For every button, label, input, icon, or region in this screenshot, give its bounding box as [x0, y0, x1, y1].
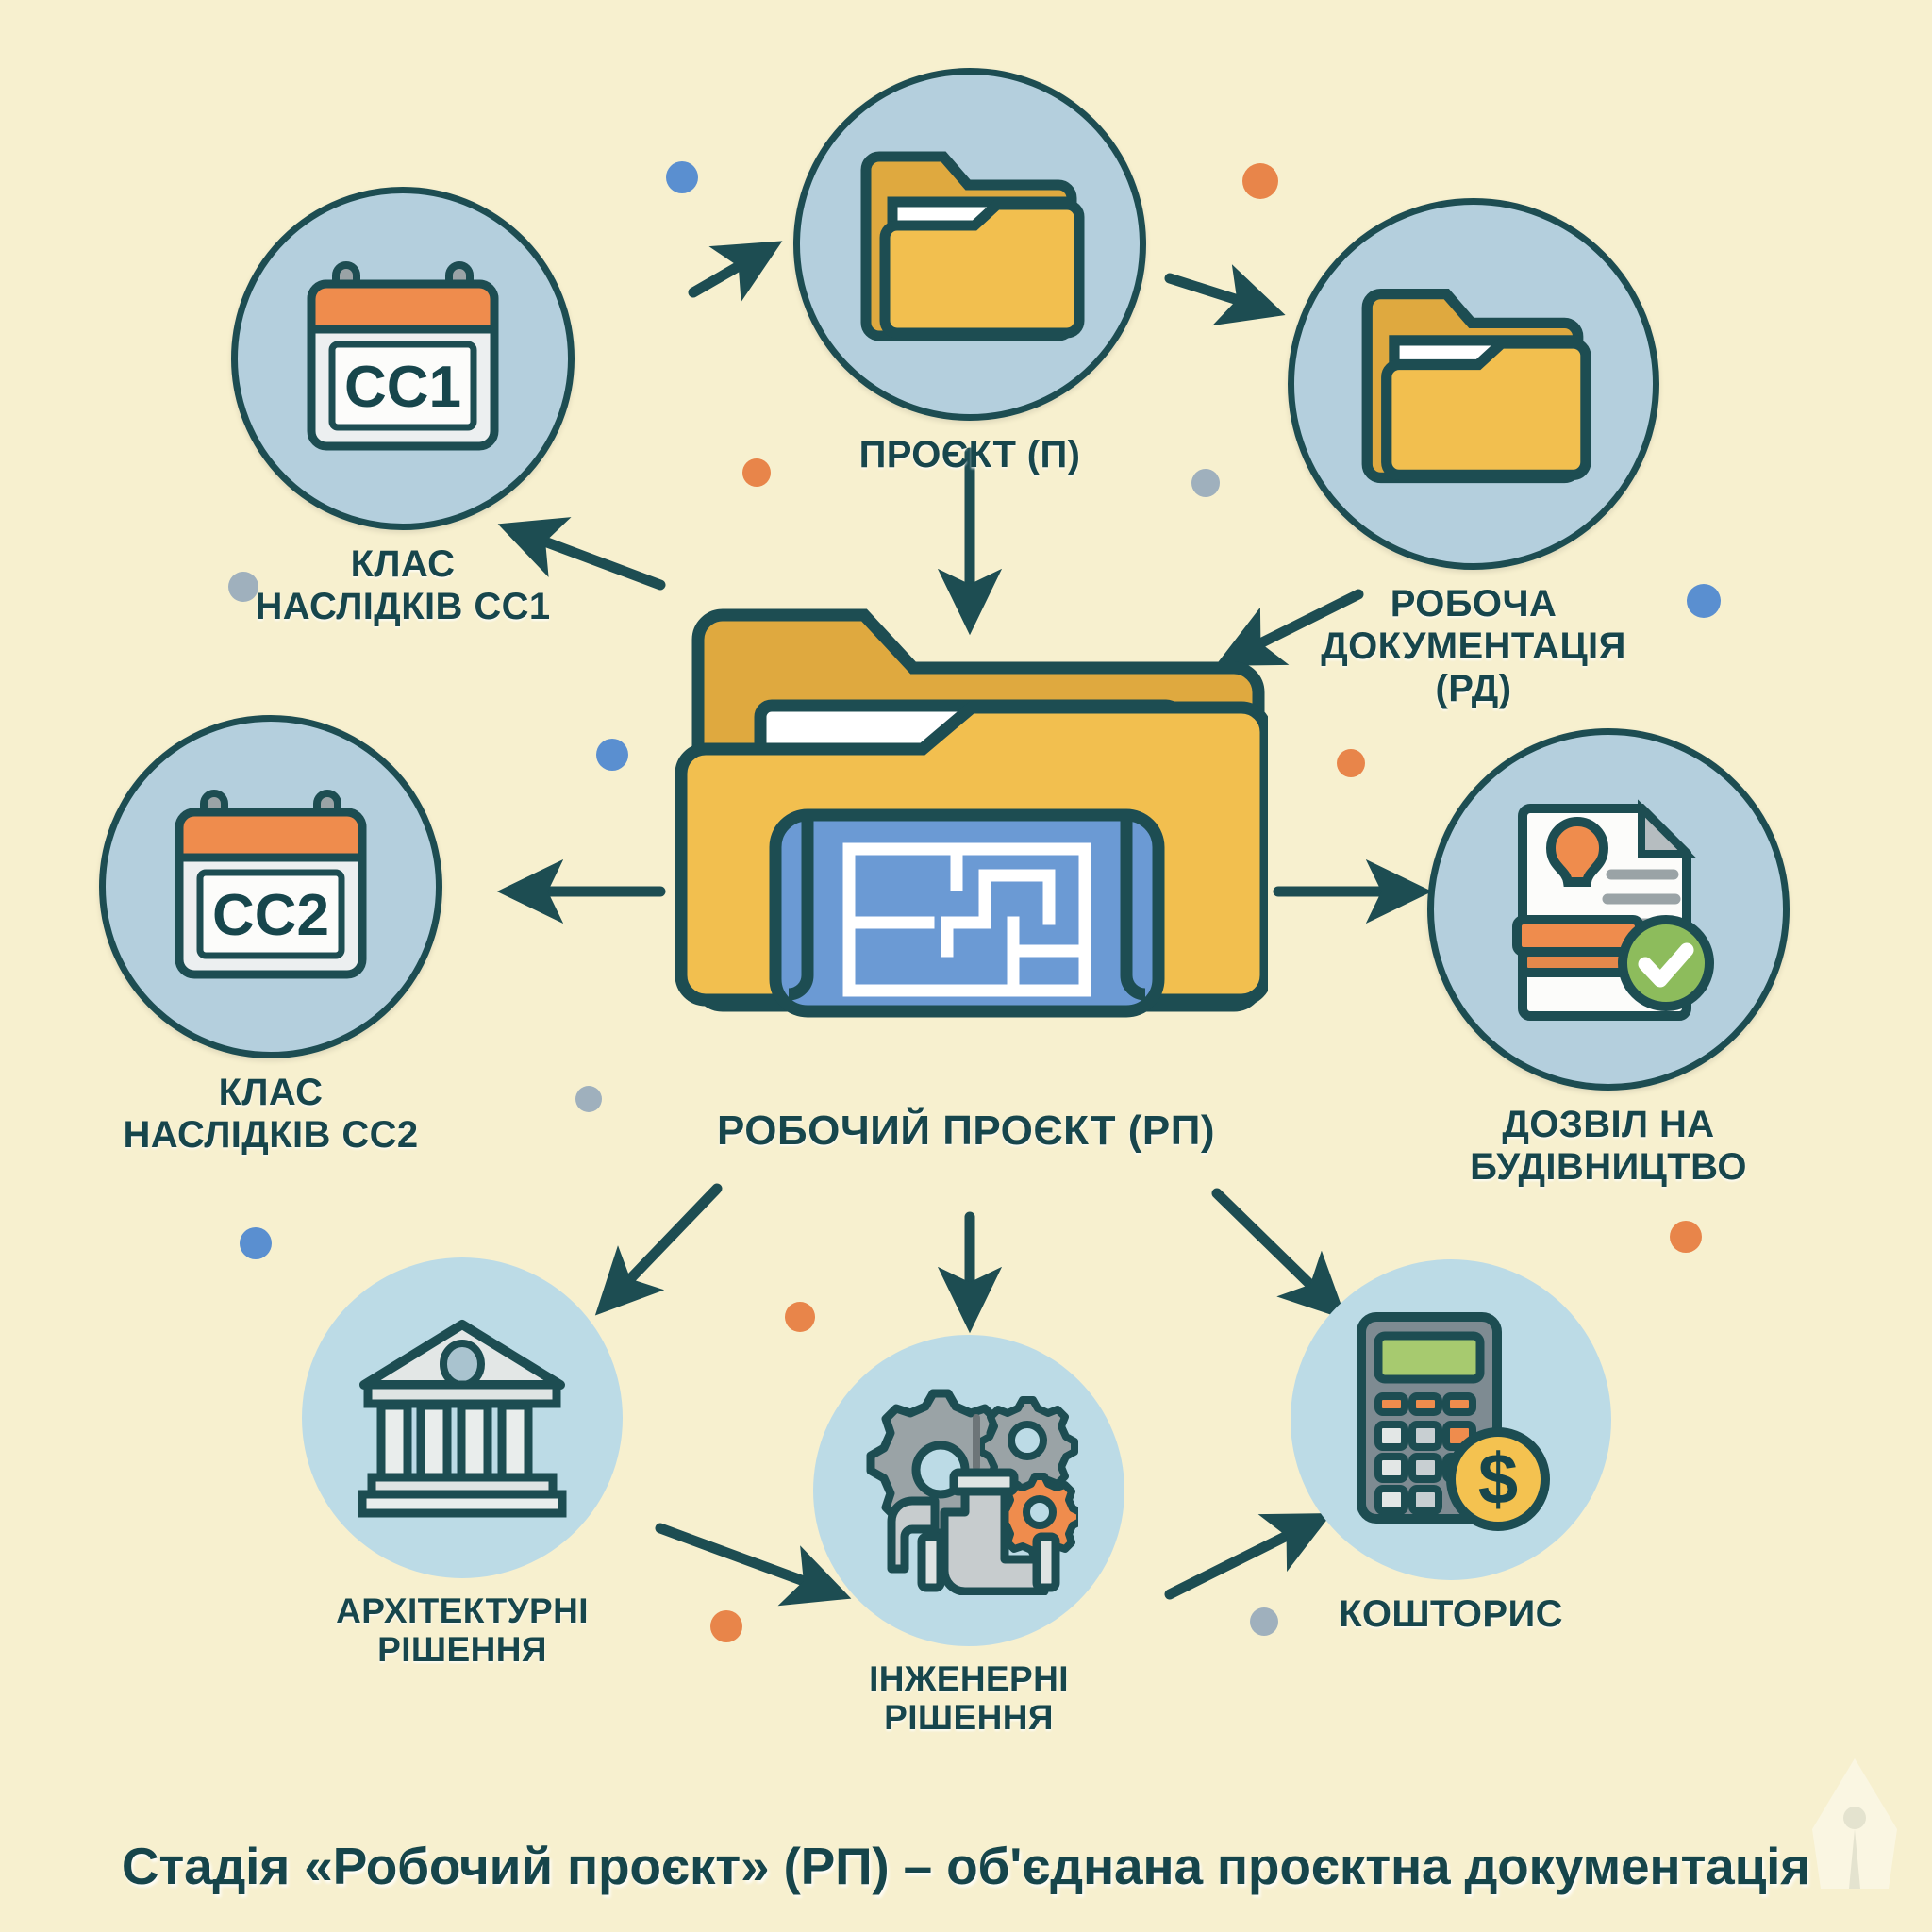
- arrow-center-to-cc1: [497, 517, 666, 591]
- arrow-architecture-to-engineering: [655, 1523, 852, 1607]
- disc-dozvil-na-budivnytstvo: [1427, 728, 1790, 1091]
- decorative-dot: [1250, 1607, 1278, 1636]
- open-folder-icon: [1361, 289, 1591, 484]
- disc-robocha-dokumentatsiia-rd: [1288, 198, 1659, 570]
- disc-klas-naslidkiv-cc1: CC1: [231, 187, 575, 530]
- caption-dozvil-na-budivnytstvo: ДОЗВІЛ НА БУДІВНИЦТВО: [1470, 1104, 1747, 1188]
- calculator-coin-icon: $: [1357, 1312, 1550, 1531]
- arrow-engineering-to-estimate: [1164, 1513, 1332, 1600]
- disc-arkhitekturni-rishennia: [302, 1257, 623, 1578]
- node-robochyi-proekt-rp[interactable]: РОБОЧИЙ ПРОЄКТ (РП): [664, 574, 1268, 1155]
- decorative-dot: [710, 1610, 742, 1642]
- decorative-dot: [1337, 749, 1365, 777]
- calendar-icon: CC1: [307, 260, 499, 450]
- decorative-dot: [575, 1086, 602, 1112]
- node-koshtorys[interactable]: $ КОШТОРИС: [1291, 1259, 1611, 1636]
- arrow-rd-to-center: [1215, 589, 1364, 666]
- classical-building-icon: [358, 1320, 567, 1518]
- arrow-center-to-architecture: [594, 1183, 723, 1316]
- node-klas-naslidkiv-cc2[interactable]: CC2 КЛАС НАСЛІДКІВ СС2: [99, 715, 442, 1157]
- decorative-dot: [240, 1227, 272, 1259]
- arrow-proekt-to-rd: [1164, 264, 1286, 326]
- node-arkhitekturni-rishennia[interactable]: АРХІТЕКТУРНІ РІШЕННЯ: [302, 1257, 623, 1670]
- arrow-cc1-to-proekt: [688, 241, 783, 303]
- decorative-dot: [1687, 584, 1721, 618]
- node-robocha-dokumentatsiia-rd[interactable]: РОБОЧА ДОКУМЕНТАЦІЯ (РД): [1288, 198, 1659, 709]
- disc-koshtorys: $: [1291, 1259, 1611, 1580]
- caption-klas-naslidkiv-cc1: КЛАС НАСЛІДКІВ СС1: [255, 543, 551, 627]
- node-klas-naslidkiv-cc1[interactable]: CC1 КЛАС НАСЛІДКІВ СС1: [231, 187, 575, 628]
- stamp-document-check-icon: [1512, 799, 1714, 1021]
- disc-klas-naslidkiv-cc2: CC2: [99, 715, 442, 1058]
- caption-koshtorys: КОШТОРИС: [1339, 1593, 1563, 1635]
- decorative-dot: [596, 739, 628, 771]
- open-folder-icon: [860, 151, 1085, 341]
- caption-robocha-dokumentatsiia-rd: РОБОЧА ДОКУМЕНТАЦІЯ (РД): [1321, 583, 1626, 709]
- decorative-dot: [785, 1302, 815, 1332]
- decorative-dot: [1191, 469, 1220, 497]
- disc-inzhenerni-rishennia: [813, 1335, 1124, 1646]
- decorative-dot: [1670, 1221, 1702, 1253]
- decorative-dot: [228, 572, 258, 602]
- footer-caption: Стадія «Робочий проєкт» (РП) – об'єднана…: [121, 1837, 1811, 1895]
- caption-klas-naslidkiv-cc2: КЛАС НАСЛІДКІВ СС2: [123, 1072, 419, 1156]
- calendar-badge-cc2: CC2: [212, 883, 329, 948]
- caption-arkhitekturni-rishennia: АРХІТЕКТУРНІ РІШЕННЯ: [336, 1591, 589, 1670]
- decorative-dot: [742, 458, 771, 487]
- node-proekt-p[interactable]: ПРОЄКТ (П): [793, 68, 1146, 476]
- calendar-badge-cc1: CC1: [344, 355, 461, 420]
- folder-blueprint-icon: [675, 608, 1268, 1018]
- node-inzhenerni-rishennia[interactable]: ІНЖЕНЕРНІ РІШЕННЯ: [813, 1335, 1124, 1738]
- dollar-sign-icon: $: [1478, 1440, 1518, 1520]
- decorative-dot: [1242, 163, 1278, 199]
- node-dozvil-na-budivnytstvo[interactable]: ДОЗВІЛ НА БУДІВНИЦТВО: [1427, 728, 1790, 1189]
- caption-proekt-p: ПРОЄКТ (П): [858, 434, 1081, 475]
- decorative-dot: [666, 161, 698, 193]
- calendar-icon: CC2: [175, 789, 367, 978]
- arrow-center-to-estimate: [1211, 1188, 1347, 1321]
- gears-pipe-icon: [866, 1389, 1078, 1595]
- caption-robochyi-proekt-rp: РОБОЧИЙ ПРОЄКТ (РП): [717, 1108, 1215, 1154]
- caption-inzhenerni-rishennia: ІНЖЕНЕРНІ РІШЕННЯ: [869, 1659, 1069, 1738]
- disc-proekt-p: [793, 68, 1146, 421]
